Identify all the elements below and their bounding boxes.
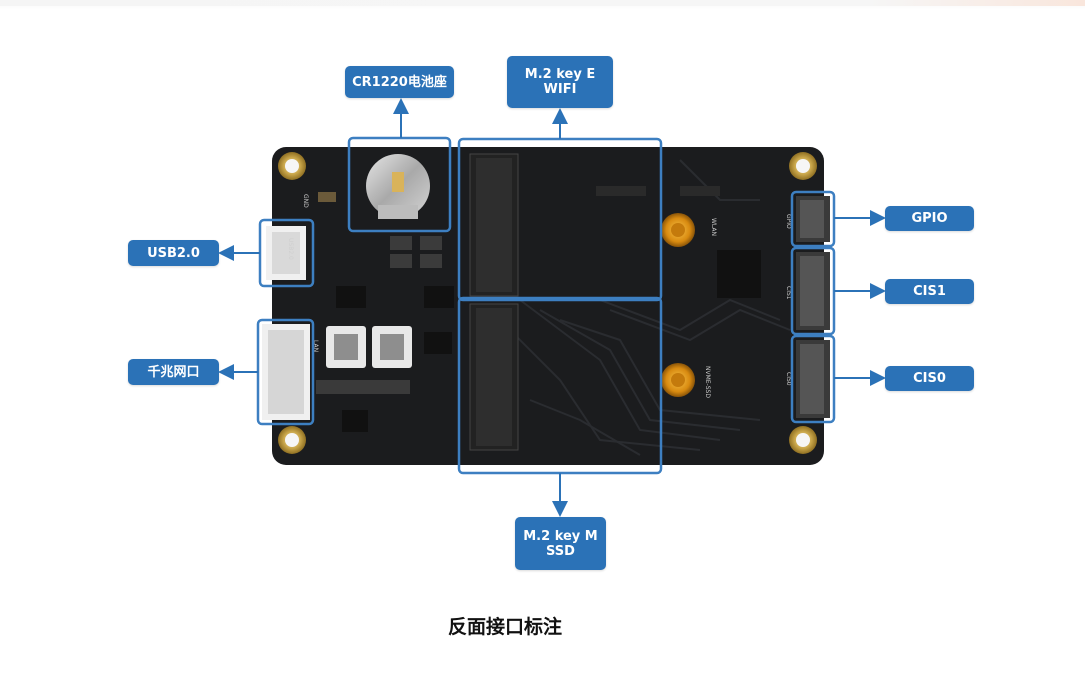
label-m2-key-e: M.2 key E WIFI [507, 56, 613, 108]
silkscreen-gpio: GPIO [785, 214, 792, 229]
label-lan: 千兆网口 [128, 359, 219, 385]
label-usb-text: USB2.0 [147, 245, 200, 261]
silkscreen-cis1: CIS1 [785, 286, 792, 300]
m2-slots [469, 153, 519, 451]
lan-connector [262, 324, 310, 420]
label-m2-key-m-line2: SSD [546, 543, 575, 559]
inductors [316, 326, 412, 394]
callout-arrows [218, 98, 886, 517]
silkscreen-cis0: CIS0 [785, 372, 792, 386]
standoffs [661, 213, 695, 397]
box-cr1220 [347, 136, 452, 233]
figure-caption: 反面接口标注 [447, 616, 562, 638]
label-cis0: CIS0 [885, 366, 974, 391]
silkscreen-nvme: NVME-SSD [704, 366, 711, 398]
coin-cell-holder [366, 154, 430, 219]
label-m2-key-e-line2: WIFI [543, 82, 577, 97]
silkscreen-lan: LAN [312, 340, 319, 352]
silkscreen: GND USB2.0 LAN WLAN NVME-SSD GPIO CIS1 C… [287, 194, 792, 398]
fpc-connectors [796, 196, 830, 418]
small-components [318, 186, 761, 432]
label-cis1-text: CIS1 [913, 284, 946, 299]
label-usb: USB2.0 [128, 240, 219, 266]
label-m2-key-e-line1: M.2 key E [524, 67, 596, 82]
usb-connector [266, 226, 306, 280]
label-gpio-text: GPIO [911, 211, 948, 226]
label-m2-key-m-line1: M.2 key M [523, 528, 598, 544]
label-lan-text: 千兆网口 [147, 364, 200, 380]
label-cr1220-text: CR1220电池座 [352, 74, 447, 90]
label-cis0-text: CIS0 [913, 371, 946, 386]
label-gpio: GPIO [885, 206, 974, 231]
label-cis1: CIS1 [885, 279, 974, 304]
label-cr1220: CR1220电池座 [345, 66, 454, 98]
silkscreen-usb: USB2.0 [287, 238, 294, 260]
label-m2-key-m: M.2 key M SSD [515, 517, 606, 570]
mounting-holes [278, 152, 817, 454]
silkscreen-wlan: WLAN [710, 218, 717, 236]
silkscreen-gnd: GND [302, 194, 309, 208]
top-divider [0, 0, 1085, 6]
